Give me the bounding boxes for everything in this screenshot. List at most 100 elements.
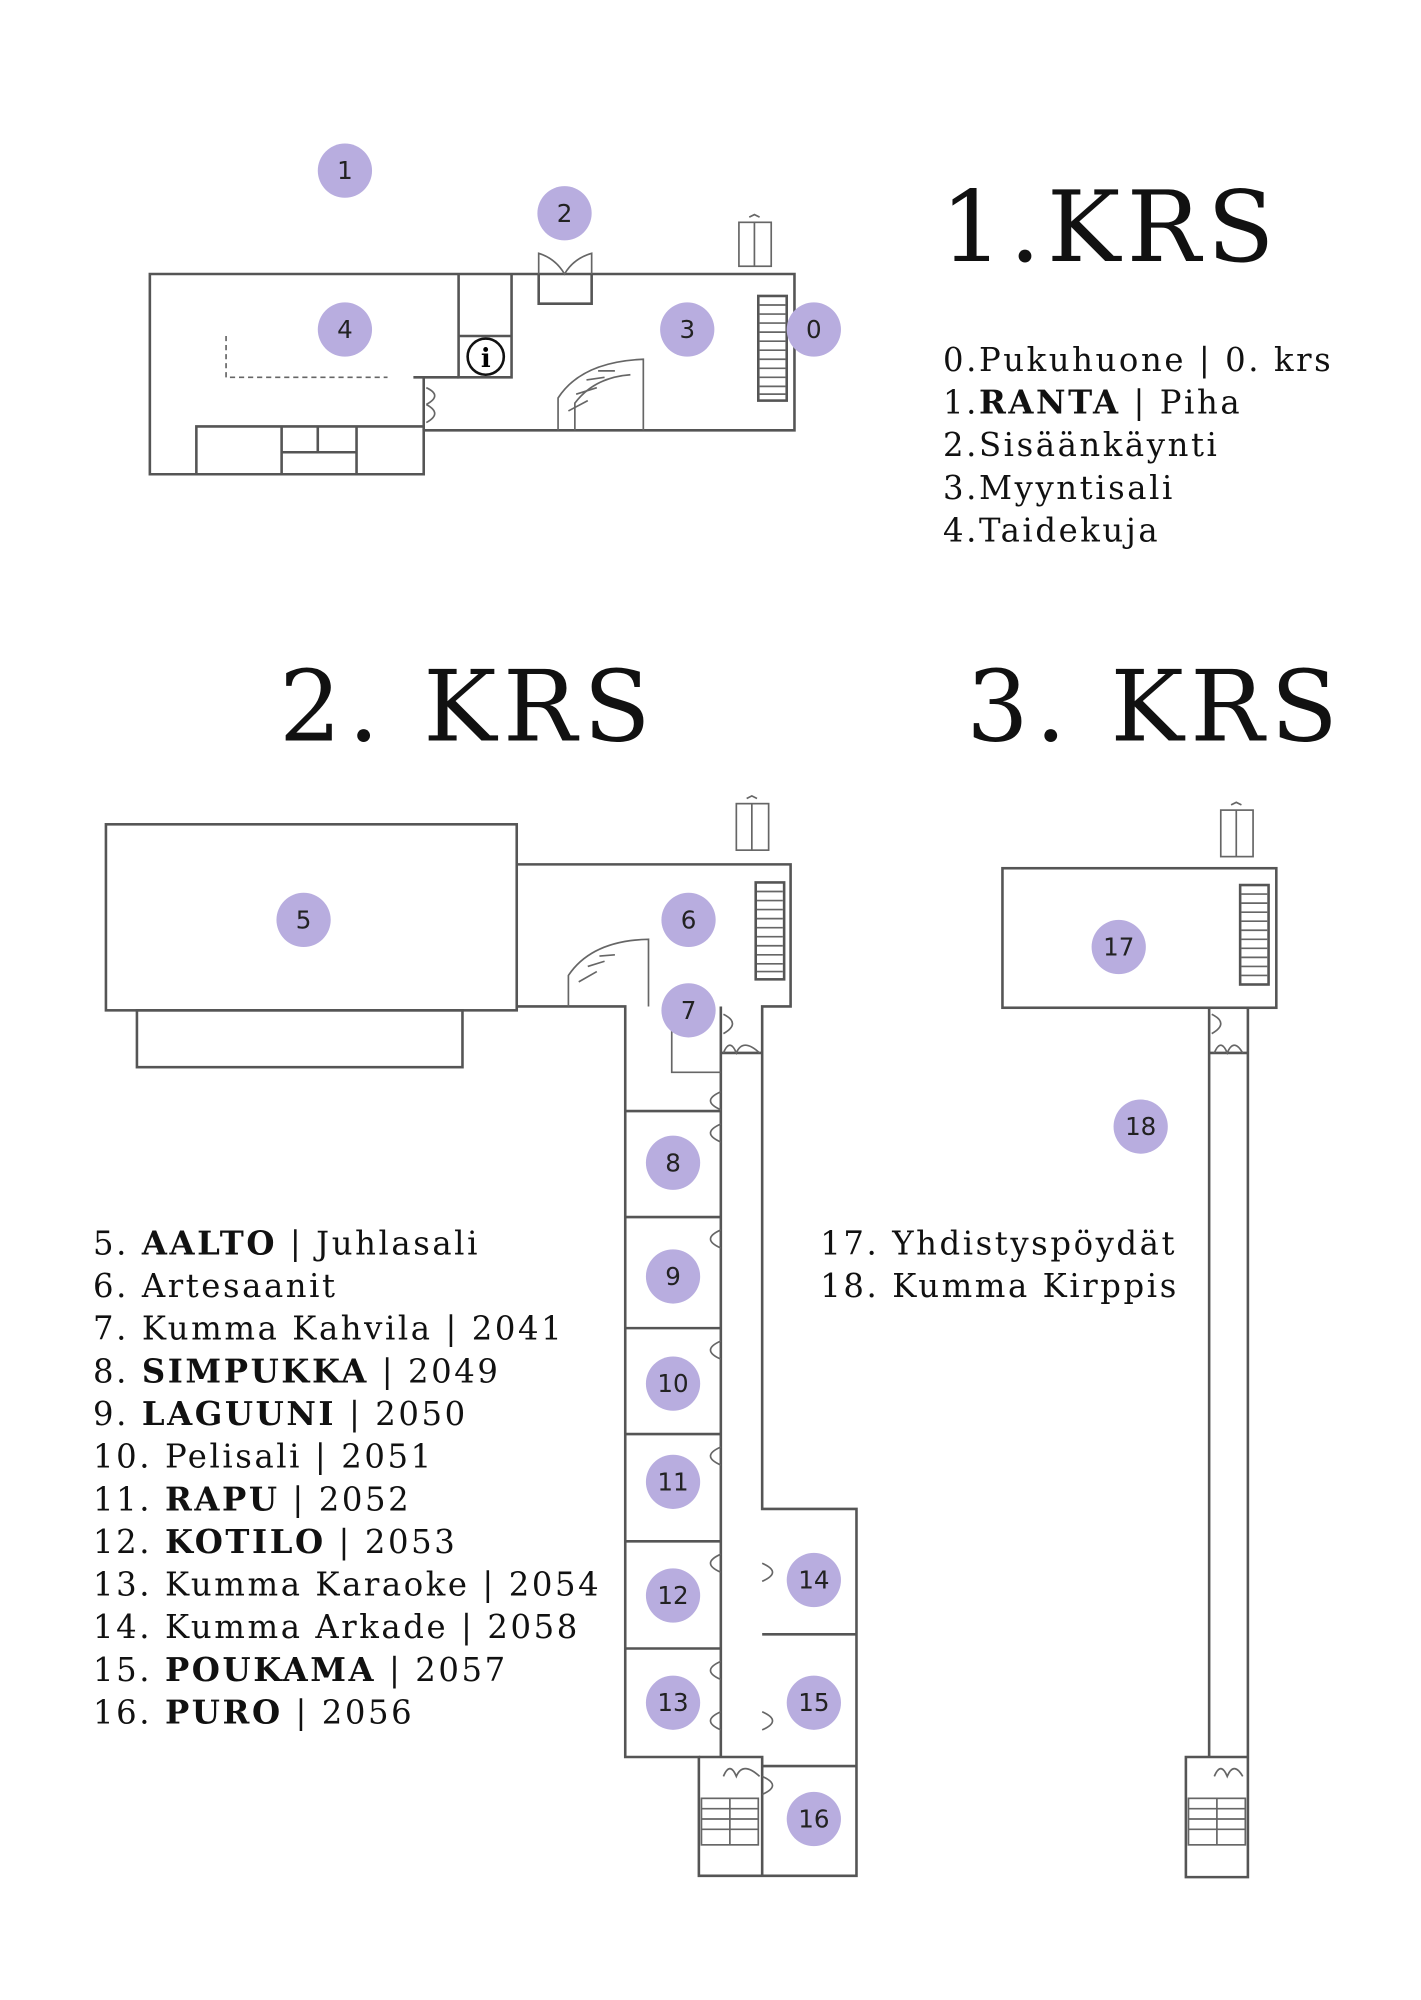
location-marker-7: 7 bbox=[661, 983, 716, 1038]
legend-bold: SIMPUKKA bbox=[142, 1352, 369, 1390]
marker-number: 14 bbox=[798, 1566, 829, 1595]
elevator-icon bbox=[735, 794, 770, 851]
legend-num: 1. bbox=[943, 384, 979, 422]
legend-item-7: 7. Kumma Kahvila | 2041 bbox=[93, 1310, 564, 1348]
marker-number: 6 bbox=[681, 905, 697, 934]
legend-rest: | 2057 bbox=[376, 1651, 508, 1689]
legend-num: 14. bbox=[93, 1608, 165, 1646]
legend-item-0: 0.Pukuhuone | 0. krs bbox=[943, 341, 1333, 379]
marker-number: 0 bbox=[806, 315, 822, 344]
legend-bold: KOTILO bbox=[165, 1523, 326, 1561]
legend-rest: | Juhlasali bbox=[277, 1224, 480, 1262]
location-marker-14: 14 bbox=[786, 1552, 841, 1608]
location-marker-1: 1 bbox=[317, 143, 373, 198]
location-marker-18: 18 bbox=[1113, 1099, 1168, 1154]
legend-item-16: 16. PURO | 2056 bbox=[93, 1693, 414, 1731]
floor-2-plan bbox=[104, 794, 858, 1878]
legend-rest: | Piha bbox=[1121, 384, 1243, 422]
legend-num: 9. bbox=[93, 1395, 142, 1433]
marker-number: 16 bbox=[798, 1805, 829, 1834]
marker-number: 3 bbox=[679, 315, 695, 344]
location-marker-9: 9 bbox=[645, 1249, 701, 1304]
legend-item-1: 1.RANTA | Piha bbox=[943, 384, 1242, 422]
floor-3-plan bbox=[1001, 801, 1278, 1879]
marker-number: 8 bbox=[665, 1148, 681, 1177]
legend-rest: Pelisali | 2051 bbox=[165, 1438, 434, 1476]
location-marker-2: 2 bbox=[537, 186, 592, 241]
location-marker-5: 5 bbox=[276, 892, 331, 948]
legend-num: 5. bbox=[93, 1224, 142, 1262]
marker-number: 1 bbox=[337, 156, 353, 185]
marker-number: 12 bbox=[657, 1581, 688, 1610]
legend-item-10: 10. Pelisali | 2051 bbox=[93, 1438, 434, 1476]
location-marker-11: 11 bbox=[645, 1454, 701, 1509]
marker-number: 7 bbox=[681, 996, 697, 1025]
legend-num: 4. bbox=[943, 511, 979, 549]
legend-num: 11. bbox=[93, 1480, 165, 1518]
legend-item-9: 9. LAGUUNI | 2050 bbox=[93, 1395, 468, 1433]
marker-number: 18 bbox=[1125, 1112, 1156, 1141]
marker-number: 13 bbox=[657, 1688, 688, 1717]
legend-item-6: 6. Artesaanit bbox=[93, 1267, 338, 1305]
legend-rest: Kumma Kirppis bbox=[892, 1267, 1179, 1305]
legend-rest: | 2050 bbox=[336, 1395, 468, 1433]
floor-2-title: 2. KRS bbox=[279, 650, 657, 764]
marker-number: 5 bbox=[296, 905, 312, 934]
info-icon: i bbox=[466, 337, 506, 377]
marker-number: 11 bbox=[657, 1467, 688, 1496]
legend-item-8: 8. SIMPUKKA | 2049 bbox=[93, 1352, 501, 1390]
legend-num: 2. bbox=[943, 426, 979, 464]
legend-num: 17. bbox=[820, 1224, 892, 1262]
legend-bold: AALTO bbox=[141, 1224, 277, 1262]
location-marker-6: 6 bbox=[661, 892, 716, 948]
legend-item-2: 2.Sisäänkäynti bbox=[943, 426, 1219, 464]
legend-num: 12. bbox=[93, 1523, 165, 1561]
location-marker-0: 0 bbox=[786, 302, 841, 357]
legend-rest: Taidekuja bbox=[979, 511, 1160, 549]
marker-number: 17 bbox=[1103, 933, 1134, 962]
legend-item-12: 12. KOTILO | 2053 bbox=[93, 1523, 457, 1561]
location-marker-12: 12 bbox=[645, 1568, 701, 1623]
elevator-icon bbox=[1219, 801, 1254, 858]
location-marker-16: 16 bbox=[786, 1791, 841, 1847]
legend-rest: Kumma Arkade | 2058 bbox=[165, 1608, 580, 1646]
location-marker-13: 13 bbox=[645, 1675, 701, 1730]
legend-num: 10. bbox=[93, 1438, 165, 1476]
legend-bold: POUKAMA bbox=[165, 1651, 376, 1689]
svg-text:i: i bbox=[481, 344, 491, 374]
marker-number: 2 bbox=[557, 199, 573, 228]
location-marker-4: 4 bbox=[317, 302, 373, 357]
legend-rest: Sisäänkäynti bbox=[979, 426, 1219, 464]
legend-rest: Yhdistyspöydät bbox=[891, 1224, 1177, 1262]
legend-num: 0. bbox=[943, 341, 979, 379]
marker-number: 15 bbox=[798, 1688, 829, 1717]
legend-item-15: 15. POUKAMA | 2057 bbox=[93, 1651, 508, 1689]
location-marker-8: 8 bbox=[645, 1135, 701, 1190]
legend-bold: LAGUUNI bbox=[142, 1395, 336, 1433]
floor-3-title: 3. KRS bbox=[966, 650, 1344, 764]
marker-number: 9 bbox=[665, 1262, 681, 1291]
legend-item-5: 5. AALTO | Juhlasali bbox=[93, 1224, 480, 1262]
legend-rest: Kumma Kahvila | 2041 bbox=[142, 1310, 564, 1348]
legend-num: 3. bbox=[943, 469, 979, 507]
legend-bold: RANTA bbox=[979, 384, 1121, 422]
legend-bold: RAPU bbox=[165, 1480, 280, 1518]
legend-num: 8. bbox=[93, 1352, 142, 1390]
legend-num: 7. bbox=[93, 1310, 142, 1348]
legend-num: 18. bbox=[820, 1267, 892, 1305]
floor-1-title: 1.KRS bbox=[940, 171, 1280, 285]
legend-item-13: 13. Kumma Karaoke | 2054 bbox=[93, 1566, 601, 1604]
marker-number: 4 bbox=[337, 315, 353, 344]
floor-1-plan: i bbox=[148, 213, 796, 476]
legend-rest: | 2056 bbox=[283, 1693, 415, 1731]
legend-rest: | 2053 bbox=[326, 1523, 458, 1561]
location-marker-3: 3 bbox=[660, 302, 715, 357]
legend-item-18: 18. Kumma Kirppis bbox=[820, 1267, 1179, 1305]
legend-rest: Pukuhuone | 0. krs bbox=[979, 341, 1333, 379]
legend-rest: | 2049 bbox=[369, 1352, 501, 1390]
legend-rest: Artesaanit bbox=[141, 1267, 338, 1305]
legend-num: 6. bbox=[93, 1267, 142, 1305]
elevator-icon bbox=[738, 213, 773, 268]
legend-item-17: 17. Yhdistyspöydät bbox=[820, 1224, 1177, 1262]
